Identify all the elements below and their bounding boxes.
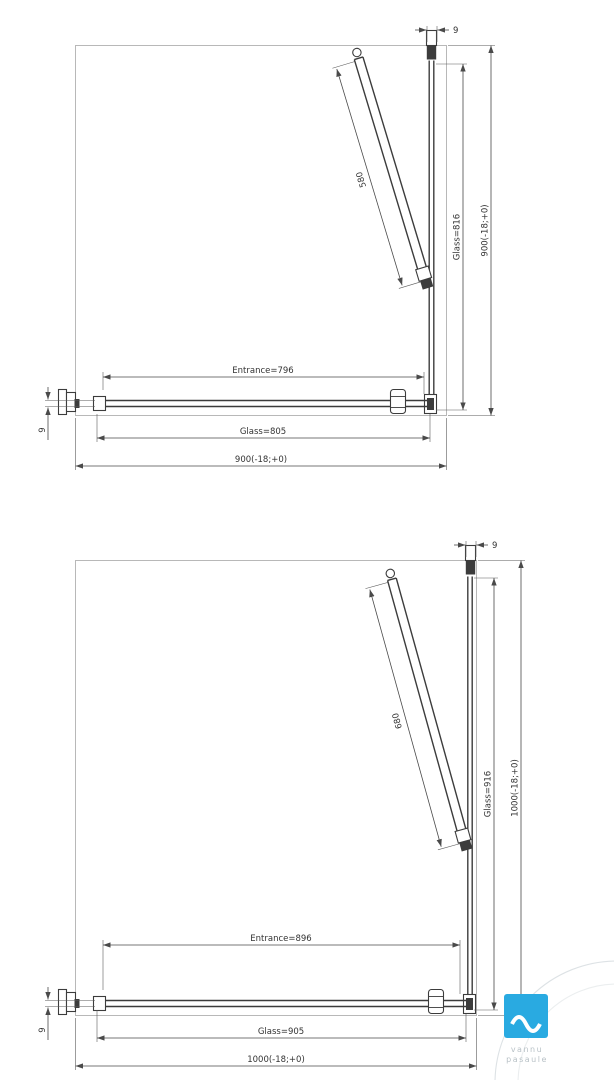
dim-glass-width: Glass=805 [96, 414, 431, 442]
dim-label-entrance: Entrance=796 [232, 366, 293, 376]
dim-entrance: Entrance=796 [102, 366, 425, 394]
dim-overall-width: 1000(-18;+0) [75, 1018, 477, 1070]
door-closed-position [57, 388, 427, 416]
watermark-logo [504, 994, 548, 1038]
diagram-900: 580 9 [38, 26, 495, 470]
fixed-glass-panel [462, 544, 477, 1015]
watermark-text-line2: pasaule [506, 1055, 548, 1064]
dim-entrance: Entrance=896 [102, 934, 461, 994]
pivot-door-open: 580 [332, 47, 434, 290]
top-bracket [426, 45, 437, 60]
door-hinge [459, 839, 473, 852]
dim-glass-height: Glass=816 [436, 63, 467, 411]
dim-label-glass-height: Glass=916 [484, 771, 494, 817]
top-bracket [465, 560, 476, 575]
dim-overall-height: 900(-18;+0) [448, 45, 495, 416]
pivot-door-open: 680 [365, 568, 473, 852]
dim-label-overall-height: 900(-18;+0) [481, 204, 491, 256]
dim-label-door-length: 580 [355, 170, 369, 188]
dim-label-glass-width: Glass=905 [258, 1027, 304, 1037]
dim-profile-thickness-left: 9 [38, 387, 95, 440]
dim-label-glass-height: Glass=816 [453, 214, 463, 260]
dim-door-length [336, 68, 403, 286]
door-hinge [420, 277, 434, 290]
diagram-1000: 680 9 [38, 541, 525, 1070]
dim-label-thickness-top: 9 [492, 541, 497, 551]
dim-profile-thickness-top: 9 [454, 541, 497, 557]
dim-profile-thickness-top: 9 [415, 26, 458, 42]
wall-profile-top [464, 544, 477, 562]
wall-profile-left [57, 388, 80, 416]
enclosure-outline [75, 560, 477, 1016]
dim-label-thickness-left: 9 [38, 427, 48, 432]
door-closed-position [57, 988, 466, 1016]
door-handle [427, 988, 445, 1015]
dim-profile-thickness-left: 9 [38, 987, 95, 1040]
dim-label-overall-width: 900(-18;+0) [235, 455, 287, 465]
enclosure-outline [75, 45, 447, 416]
dim-glass-height: Glass=916 [474, 577, 498, 1011]
dim-label-entrance: Entrance=896 [250, 934, 311, 944]
watermark-text-line1: vannu [511, 1045, 543, 1054]
door-knob [385, 568, 396, 579]
door-knob [352, 47, 362, 58]
dim-label-overall-width: 1000(-18;+0) [247, 1055, 305, 1065]
dim-glass-width: Glass=905 [96, 1010, 467, 1042]
hinge-bracket-left [92, 995, 107, 1012]
watermark-logo-group: vannu pasaule [504, 994, 548, 1064]
door-handle [389, 388, 407, 415]
wall-profile-top [425, 29, 438, 47]
dim-label-door-length: 680 [391, 712, 405, 730]
dim-label-glass-width: Glass=805 [240, 427, 286, 437]
dim-label-thickness-left: 9 [38, 1027, 48, 1032]
fixed-glass-panel [423, 29, 438, 415]
dim-label-thickness-top: 9 [453, 26, 458, 36]
dim-overall-width: 900(-18;+0) [75, 418, 447, 470]
dim-label-overall-height: 1000(-18;+0) [511, 759, 521, 817]
wall-profile-left [57, 988, 80, 1016]
watermark-wave-icon [510, 1015, 542, 1033]
hinge-bracket-left [92, 395, 107, 412]
dim-door-length [369, 589, 442, 847]
